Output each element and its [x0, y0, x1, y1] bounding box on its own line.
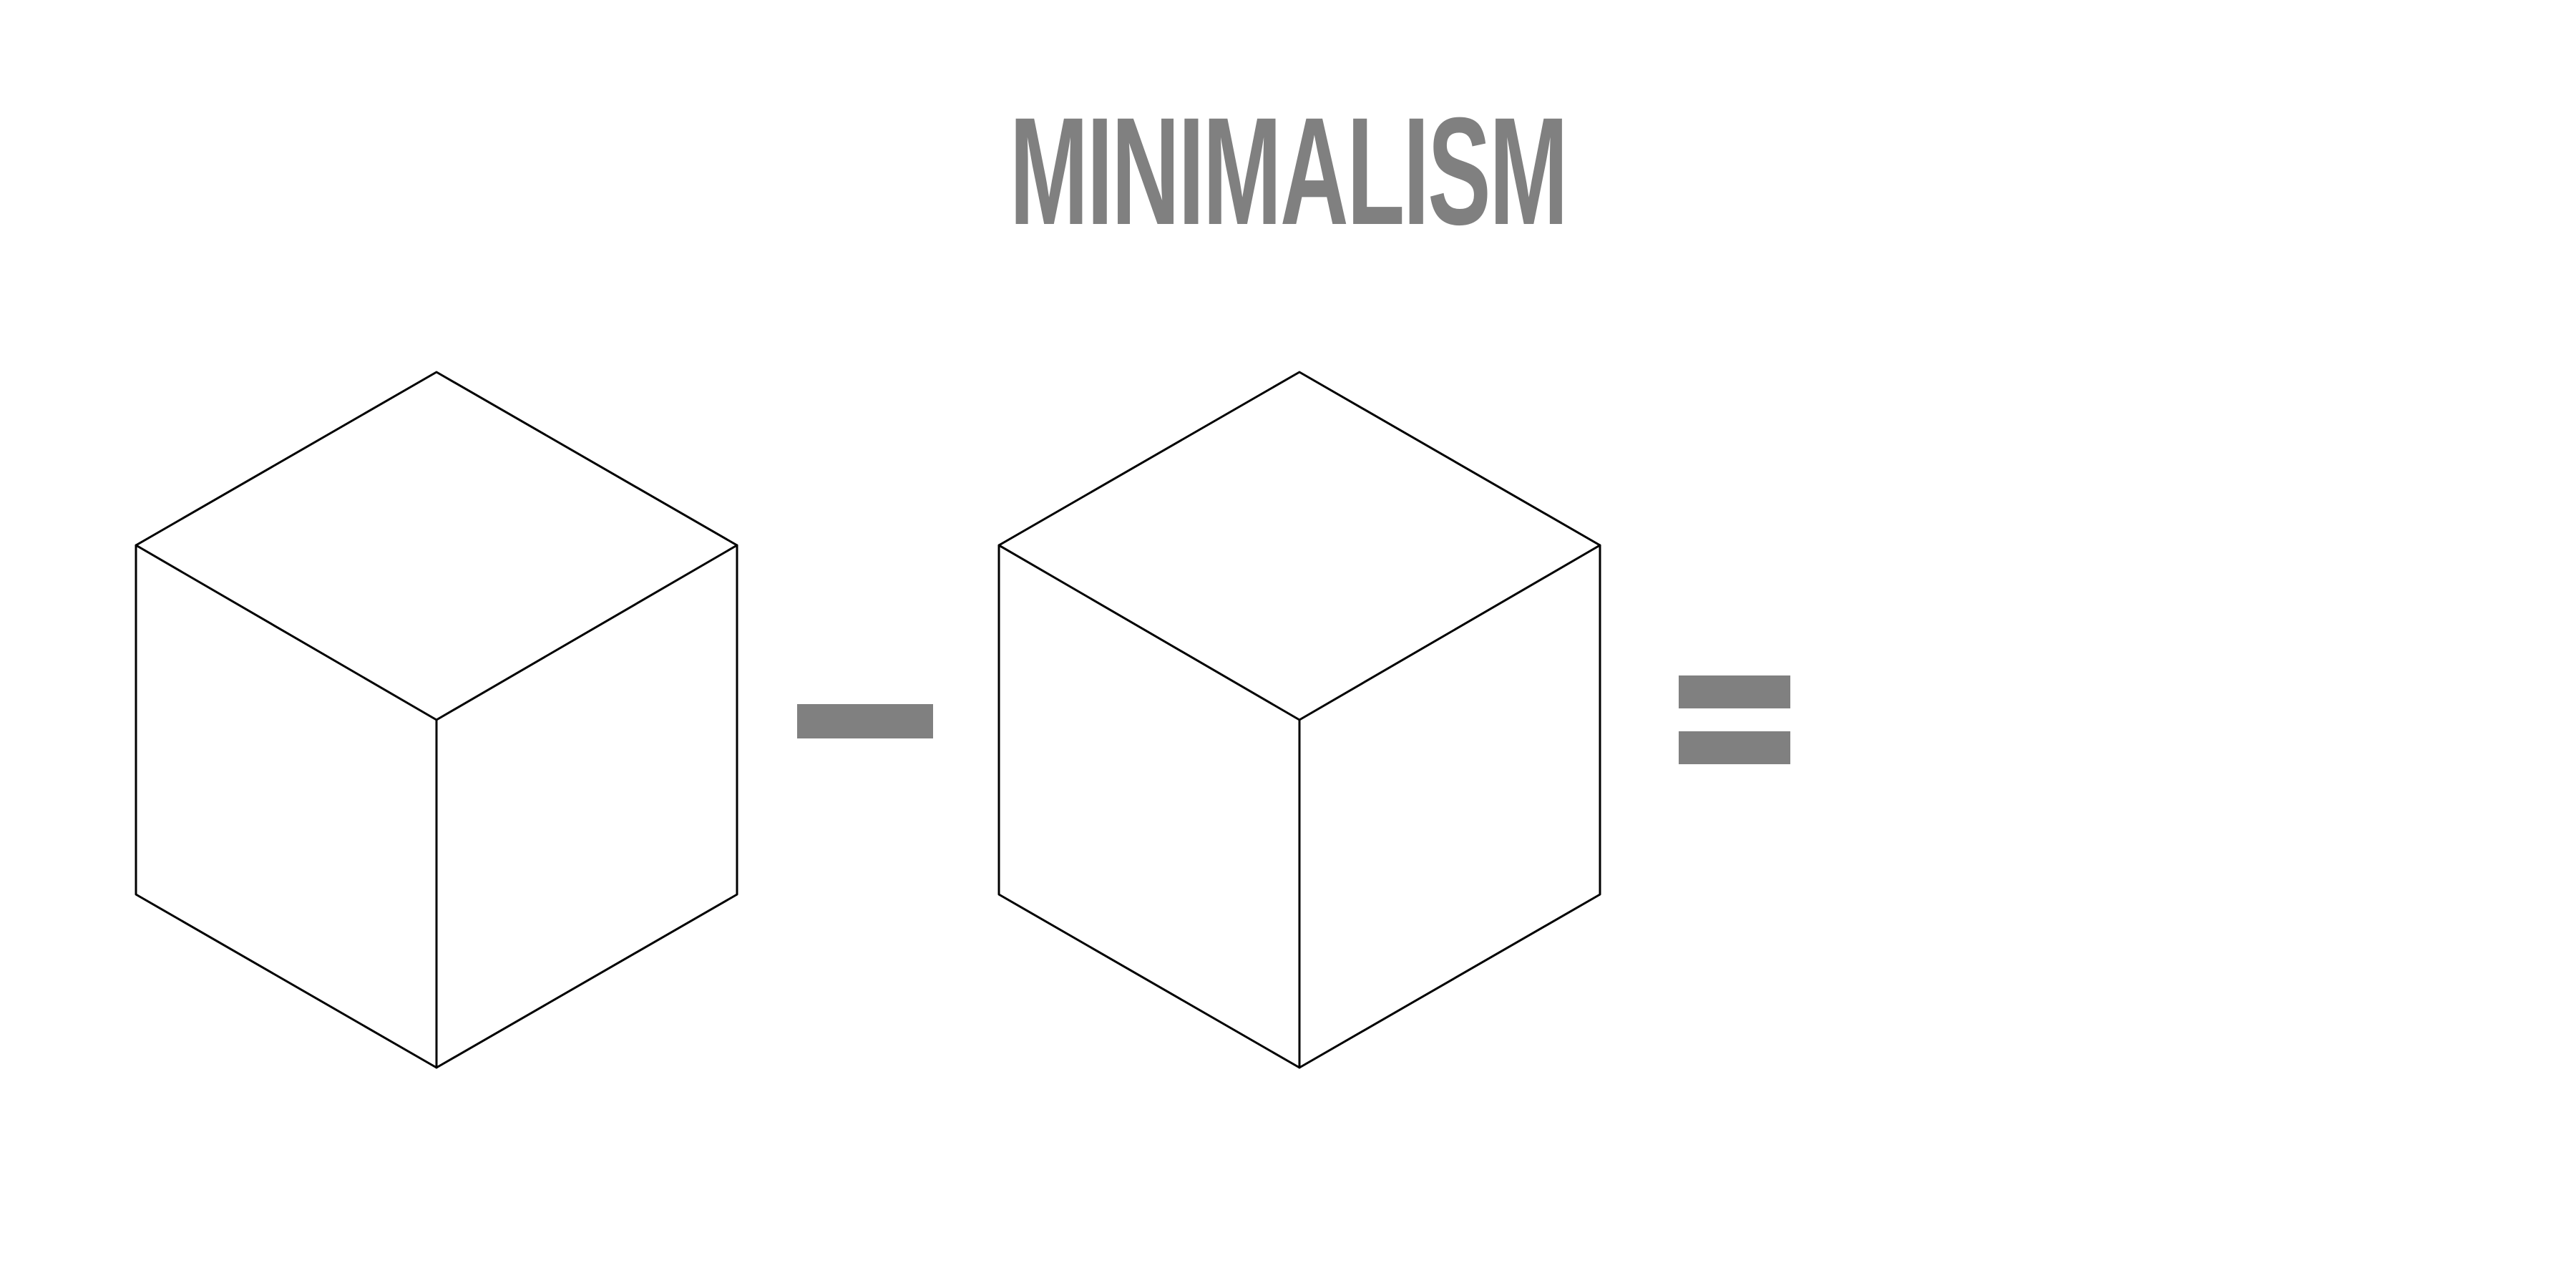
empty-result-area — [1832, 372, 2476, 1068]
equals-sign-bottom-bar — [1679, 731, 1790, 764]
cube-right — [997, 371, 1601, 1069]
page-title: MINIMALISM — [1009, 86, 1568, 257]
minus-sign — [797, 704, 933, 738]
cube-left — [135, 371, 738, 1069]
equals-sign-top-bar — [1679, 675, 1790, 708]
cube-right-inner-edges — [997, 544, 1601, 721]
cube-left-inner-edges — [135, 544, 738, 721]
equals-sign — [1679, 675, 1790, 764]
